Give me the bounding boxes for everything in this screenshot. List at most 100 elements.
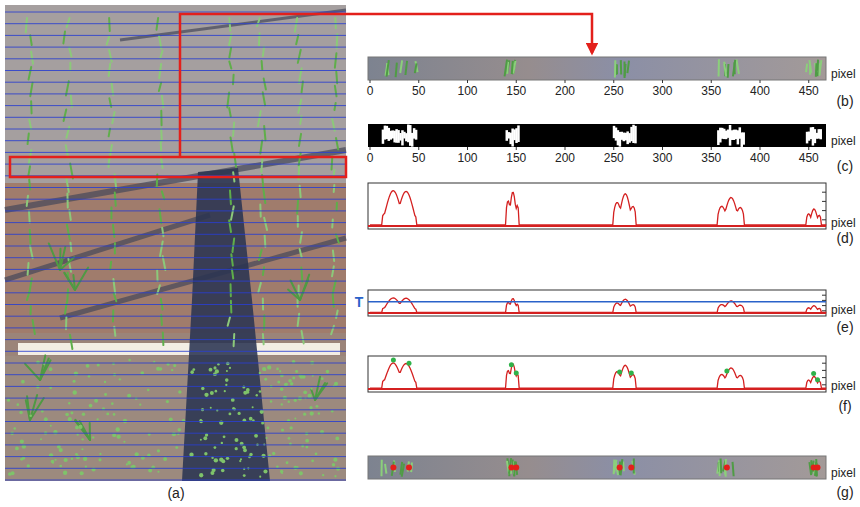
duckweed [163,457,167,461]
x-tick [662,80,663,83]
duckweed [210,407,212,409]
duckweed [88,375,91,378]
duckweed [256,394,258,396]
seedling [258,111,261,126]
scan-line [5,23,346,24]
duckweed [326,370,330,374]
shadow-line [5,150,346,210]
plant-pixels [385,464,386,474]
duckweed [281,428,284,431]
scan-line [5,304,346,305]
seedling [336,138,338,149]
duckweed [86,364,90,368]
seedling [228,18,231,31]
peak-dot [514,370,519,375]
scan-line [5,374,346,375]
seedling [160,241,163,256]
duckweed [157,449,160,452]
seedling [69,210,70,220]
duckweed [53,430,57,434]
duckweed [334,382,338,386]
weed [30,398,44,420]
weed [25,364,40,380]
scan-line [5,433,346,434]
seedling [332,266,334,276]
plant-pixels [718,59,720,76]
duckweed [231,398,235,402]
seedling [30,306,32,314]
peak-dot [724,369,729,374]
duckweed [157,471,159,473]
duckweed [159,367,163,371]
seedling [232,75,235,85]
duckweed [288,379,292,383]
duckweed [172,432,176,436]
strip-image [368,456,826,479]
duckweed [214,446,217,449]
duckweed [29,414,32,417]
peak-dot [617,369,622,374]
binary-mask [368,124,826,147]
peak-marker [628,465,634,471]
plot-frame [368,356,826,392]
baseline [368,225,826,227]
peak-dot [509,362,514,367]
white-board [18,343,340,355]
seedling [71,95,72,107]
duckweed [205,433,208,436]
duckweed [267,427,270,430]
duckweed [135,452,139,456]
seedling [69,47,71,56]
seedling [297,299,299,306]
x-tick [370,147,371,150]
duckweed [270,400,272,402]
seedling [28,166,30,176]
weed [75,421,90,440]
duckweed [213,366,216,369]
duckweed [92,436,95,439]
plant-pixels [809,60,811,73]
duckweed [261,454,265,458]
duckweed [83,457,87,461]
duckweed [263,469,267,473]
duckweed [81,438,83,440]
duckweed [65,413,69,417]
seedling [160,142,162,151]
tick-number: 200 [555,152,575,164]
y-tick [822,310,826,311]
plant-pixels [512,61,513,74]
duckweed [70,411,73,414]
tick-number: 450 [799,152,819,164]
panel-caption: (a) [167,486,184,500]
seedling [232,270,233,279]
duckweed [279,370,281,372]
duckweed [299,471,303,475]
duckweed [96,418,98,420]
duckweed [75,426,79,430]
seedling [229,48,231,58]
duckweed [318,412,320,414]
duckweed [294,399,297,402]
plant-pixels [816,60,819,77]
duckweed [126,463,128,465]
duckweed [224,390,226,392]
duckweed [171,369,173,371]
panel-caption: (g) [836,485,853,499]
panel-caption: (c) [837,159,853,173]
panel [368,124,826,150]
seedling [30,101,32,113]
seedling [331,157,334,170]
duckweed [240,458,242,460]
peak-marker [390,465,396,471]
duckweed [226,362,230,366]
seedling [302,331,304,343]
seedling [264,218,267,230]
plant-pixels [402,464,404,477]
duckweed [333,458,337,462]
duckweed [128,359,131,362]
seedling [258,283,261,292]
weed [60,247,65,270]
scan-line [5,12,346,13]
